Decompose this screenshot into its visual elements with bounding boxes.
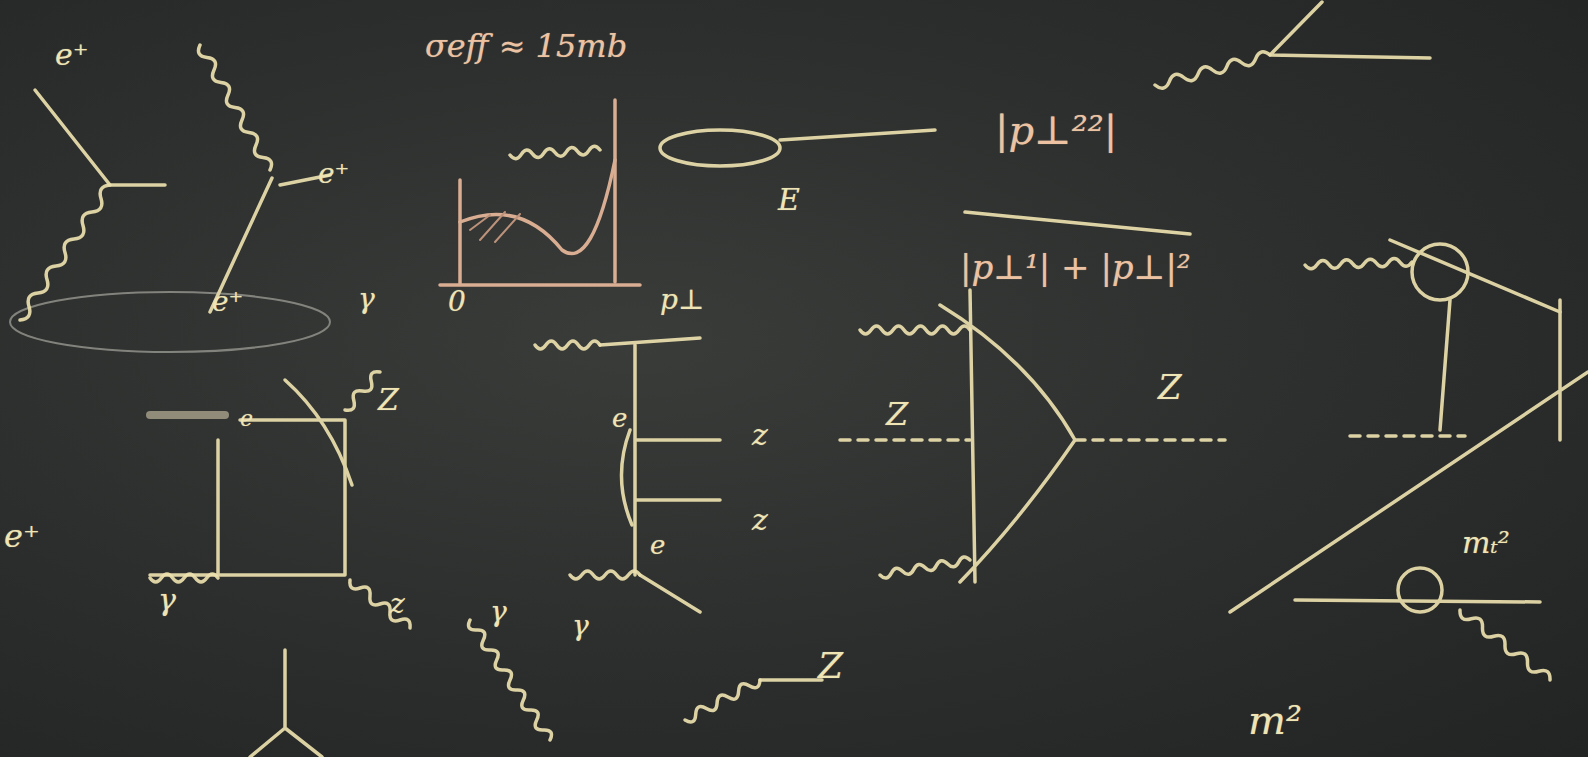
chalk-label: γ — [490, 598, 507, 626]
scalar-line — [1350, 434, 1465, 438]
chalk-label: γ — [158, 585, 176, 615]
scalar-line — [840, 438, 1225, 442]
chalk-label: Z — [1158, 370, 1182, 404]
chalk-label: γ — [572, 612, 589, 640]
ladder-diagram — [600, 338, 720, 612]
photon-line — [510, 146, 600, 158]
fermion-line — [1270, 2, 1430, 58]
fraction-bar — [965, 212, 1190, 234]
curve-line — [285, 380, 352, 485]
fermion-line — [35, 90, 165, 185]
photon-line — [198, 45, 271, 170]
photon-line — [20, 185, 110, 320]
box-diagram — [150, 420, 345, 575]
photon-line — [345, 372, 380, 411]
chalk-label: m² — [1248, 700, 1302, 740]
chalk-label: e⁺ — [4, 520, 40, 552]
chalk-label: |p⊥²²| — [995, 110, 1117, 150]
photon-line — [1305, 258, 1412, 268]
photon-line — [860, 326, 970, 334]
loop — [660, 130, 780, 166]
plot-curve — [460, 160, 615, 254]
chalk-label: σeff ≈ 15mb — [425, 30, 627, 62]
triangle-diagram — [940, 290, 1075, 582]
photon-line — [880, 557, 970, 578]
smudge — [150, 411, 225, 419]
curve-line — [621, 430, 632, 525]
faint-ellipse — [10, 292, 330, 352]
chalk-label: Z — [818, 648, 843, 684]
chalk-label: Z — [886, 398, 908, 430]
photon-line — [150, 574, 218, 582]
photon-line — [350, 580, 410, 628]
chalk-label: e⁺ — [55, 40, 89, 70]
chalk-label: Z — [378, 385, 399, 415]
chalk-label: γ — [358, 285, 375, 313]
chalk-label: z — [752, 420, 768, 450]
fermion-line — [1230, 300, 1588, 612]
chalk-label: e — [612, 405, 627, 431]
photon-line — [469, 620, 552, 740]
photon-line — [1460, 610, 1550, 680]
fermion-line — [760, 678, 822, 682]
chalk-label: e⁺ — [318, 160, 349, 188]
plot-hatch — [470, 212, 520, 242]
chalk-label: 0 — [448, 288, 466, 316]
loop — [1398, 568, 1442, 612]
chalk-label: p⊥ — [660, 286, 704, 314]
chalk-label: z — [752, 505, 768, 535]
vertex — [250, 650, 322, 757]
chalk-label: mₜ² — [1462, 528, 1510, 558]
photon-line — [570, 571, 640, 579]
chalk-label: e⁺ — [212, 288, 243, 316]
fermion-line — [780, 130, 935, 140]
peak-line — [613, 100, 617, 282]
chalk-label: e — [650, 532, 665, 558]
photon-line — [1155, 52, 1270, 88]
chalk-label: |p⊥¹| + |p⊥|² — [960, 250, 1191, 284]
photon-line — [535, 341, 600, 349]
photon-line — [685, 680, 760, 722]
fermion-line — [1390, 240, 1560, 430]
chalk-label: e — [240, 408, 253, 430]
plot-axes — [440, 180, 640, 285]
chalk-label: z — [390, 590, 405, 618]
chalk-label: E — [778, 185, 800, 215]
